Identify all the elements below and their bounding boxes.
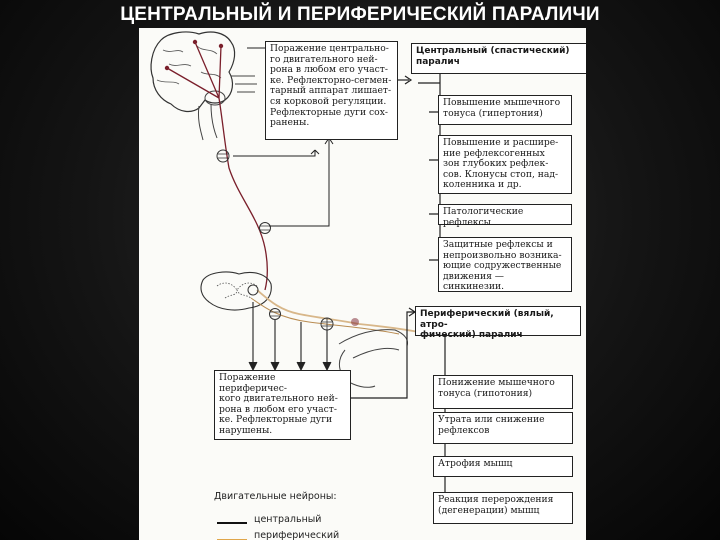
brain-outline	[150, 31, 236, 113]
lesion-marker	[216, 149, 230, 163]
diagram-figure: Поражение центрально- го двигательного н…	[139, 28, 586, 540]
central-sign-box: Повышение и расшире- ние рефлексогенных …	[438, 135, 572, 194]
central-lesion-box: Поражение центрально- го двигательного н…	[265, 41, 398, 140]
central-sign-box: Защитные рефлексы и непроизвольно возник…	[438, 237, 572, 292]
legend-title: Двигательные нейроны:	[214, 491, 337, 502]
brain-stem	[198, 103, 218, 141]
lesion-marker	[351, 318, 359, 326]
pathway-illustration	[150, 31, 446, 503]
lesion-marker	[247, 284, 259, 296]
legend-swatch-central	[217, 522, 247, 524]
central-sign-box: Патологические рефлексы	[438, 204, 572, 227]
peripheral-paralysis-box: Периферический (вялый, атро- фический) п…	[415, 306, 581, 340]
internal-capsule	[204, 90, 226, 106]
peripheral-lesion-box: Поражение периферичес- кого двигательног…	[214, 370, 351, 440]
central-sign-box: Повышение мышечного тонуса (гипертония)	[438, 95, 572, 125]
legend-label-central: центральный	[254, 514, 322, 525]
lesion-marker	[269, 308, 281, 320]
spinal-cord-section	[200, 271, 272, 311]
legend-label-peripheral: периферический	[254, 530, 340, 540]
peripheral-sign-box: Понижение мышечного тонуса (гипотония)	[433, 375, 573, 409]
central-paralysis-box: Центральный (спастический) паралич	[411, 43, 586, 74]
slide-title: ЦЕНТРАЛЬНЫЙ И ПЕРИФЕРИЧЕСКИЙ ПАРАЛИЧИ	[120, 4, 600, 25]
lesion-marker	[259, 222, 271, 234]
brain-folds	[156, 45, 222, 85]
peripheral-sign-box: Утрата или снижение рефлексов	[433, 412, 573, 444]
peripheral-pathway	[256, 289, 420, 333]
central-pathway	[166, 41, 268, 291]
peripheral-sign-box: Реакция перерождения (дегенерации) мышц	[433, 492, 573, 524]
peripheral-sign-box: Атрофия мышц	[433, 456, 573, 477]
